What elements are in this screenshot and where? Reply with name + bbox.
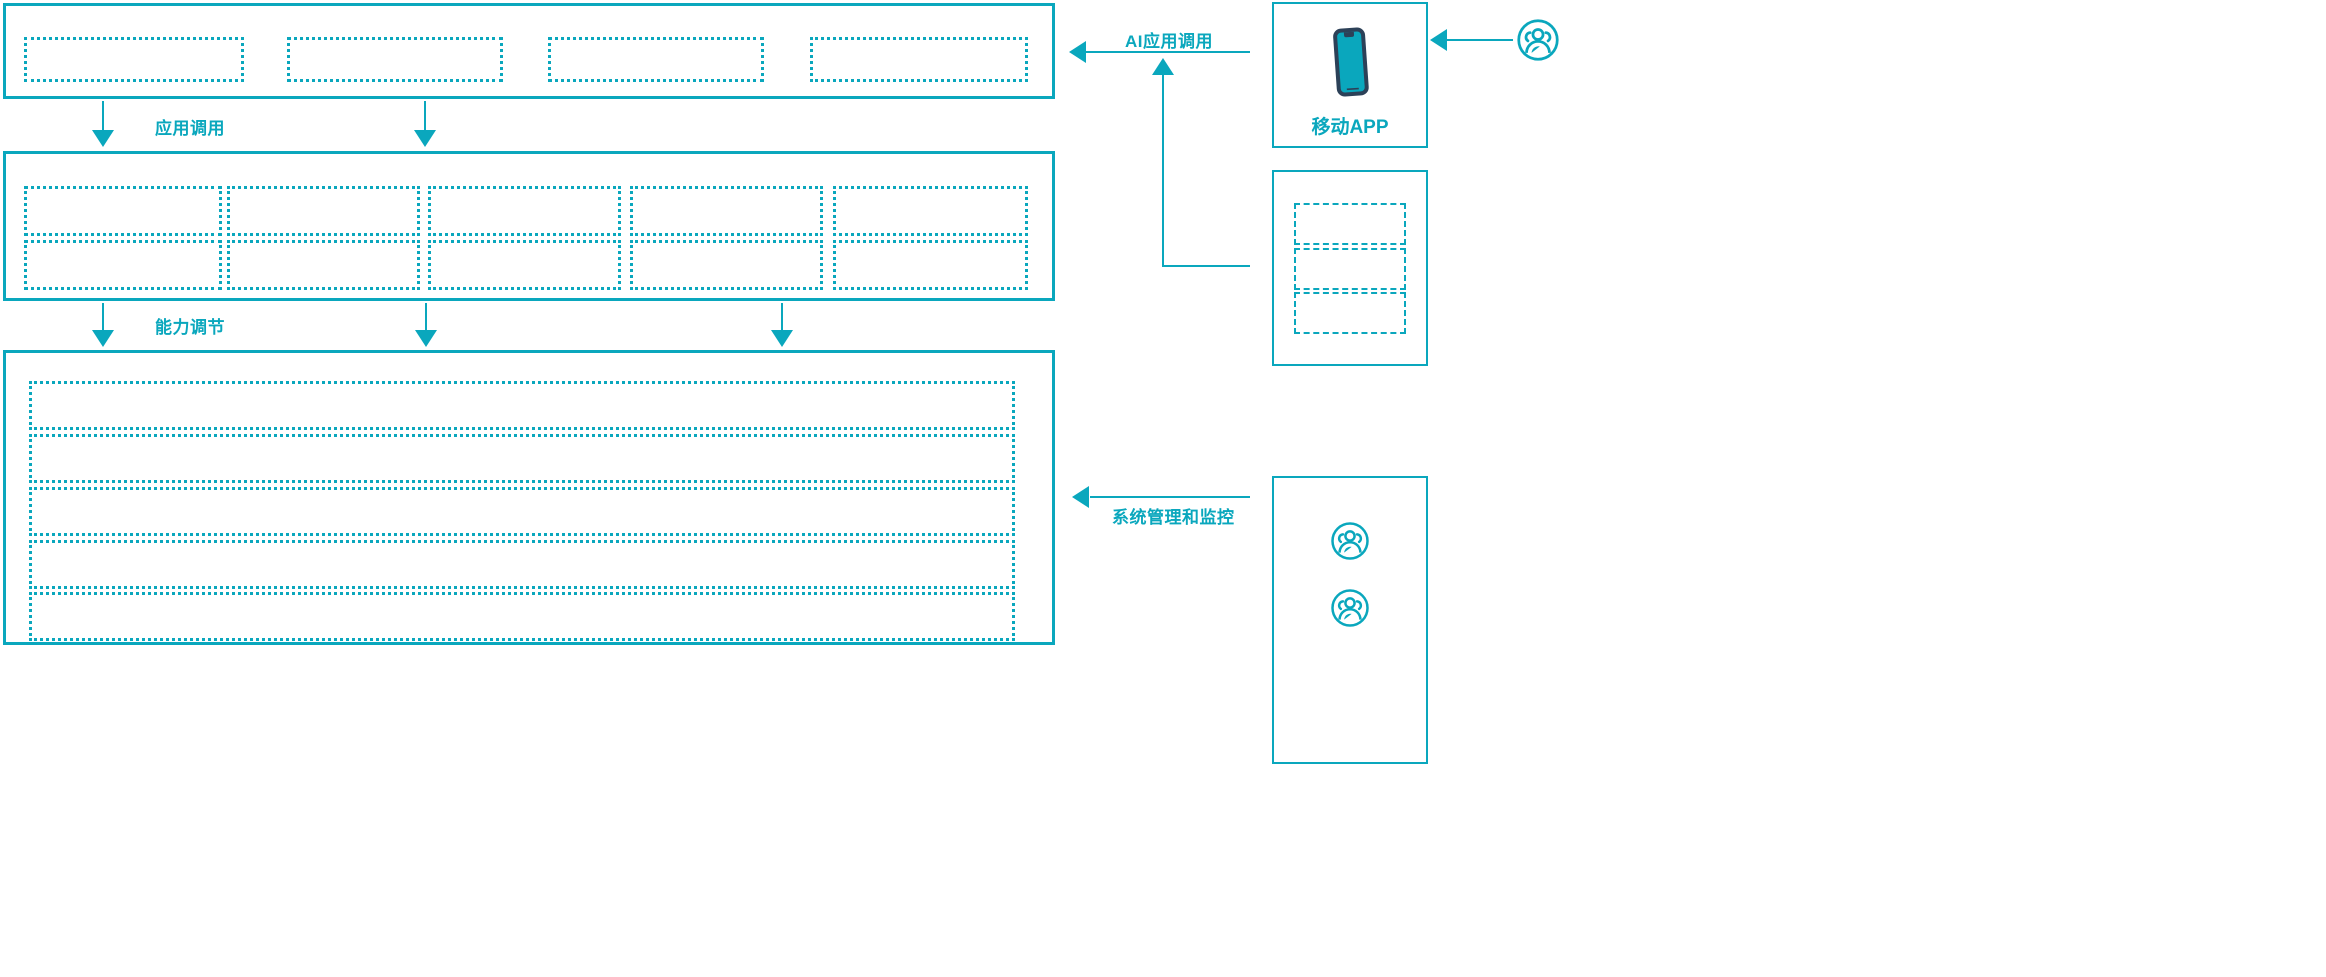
app-call-connector-line-left — [102, 101, 104, 138]
app-call-connector-line-right — [424, 101, 426, 138]
ai-app-call-horizontal-line — [1086, 51, 1250, 53]
mobile-app-caption: 移动APP — [1311, 117, 1389, 138]
cap-slot-r2c2[interactable] — [227, 240, 420, 290]
cap-slot-r2c3[interactable] — [428, 240, 621, 290]
cap-slot-r2c1[interactable] — [24, 240, 222, 290]
system-admin-monitor-arrowhead — [1072, 486, 1089, 508]
channel-slot-3[interactable] — [1294, 292, 1406, 334]
cap-slot-r1c3[interactable] — [428, 186, 621, 236]
app-slot-2[interactable] — [287, 37, 503, 82]
system-admin-monitor-line — [1090, 496, 1250, 498]
plat-slot-5[interactable] — [29, 592, 1015, 641]
app-slot-3[interactable] — [548, 37, 764, 82]
app-call-label: 应用调用 — [155, 119, 225, 138]
app-call-arrowhead-left — [92, 130, 114, 147]
capability-adjust-line-1 — [102, 303, 104, 339]
ai-app-call-arrowhead-left — [1069, 41, 1086, 63]
app-slot-1[interactable] — [24, 37, 244, 82]
cap-slot-r2c5[interactable] — [833, 240, 1028, 290]
end-user-to-mobile-arrowhead — [1430, 29, 1447, 51]
cap-slot-r1c5[interactable] — [833, 186, 1028, 236]
users-group-icon-end-user — [1516, 18, 1560, 62]
plat-slot-4[interactable] — [29, 540, 1015, 589]
plat-slot-1[interactable] — [29, 381, 1015, 430]
cap-slot-r2c4[interactable] — [630, 240, 823, 290]
capability-adjust-arrowhead-3 — [771, 330, 793, 347]
plat-slot-3[interactable] — [29, 487, 1015, 536]
app-call-arrowhead-right — [414, 130, 436, 147]
capability-adjust-label: 能力调节 — [155, 318, 225, 337]
ai-app-call-elbow-bottom — [1162, 265, 1250, 267]
cap-slot-r1c4[interactable] — [630, 186, 823, 236]
application-layer-panel[interactable] — [3, 3, 1055, 99]
ai-app-call-arrowhead-up — [1152, 58, 1174, 75]
users-group-icon-ops-2 — [1330, 588, 1370, 628]
users-group-icon-ops-1 — [1330, 521, 1370, 561]
channel-slot-1[interactable] — [1294, 203, 1406, 245]
cap-slot-r1c1[interactable] — [24, 186, 222, 236]
end-user-to-mobile-line — [1447, 39, 1513, 41]
app-slot-4[interactable] — [810, 37, 1028, 82]
capability-layer-panel[interactable] — [3, 151, 1055, 301]
ai-app-call-label: AI应用调用 — [1125, 32, 1213, 51]
cap-slot-r1c2[interactable] — [227, 186, 420, 236]
ai-app-call-vertical-line — [1162, 75, 1164, 267]
capability-adjust-line-3 — [781, 303, 783, 339]
capability-adjust-arrowhead-2 — [415, 330, 437, 347]
platform-layer-panel[interactable] — [3, 350, 1055, 645]
channel-slot-2[interactable] — [1294, 248, 1406, 290]
capability-adjust-arrowhead-1 — [92, 330, 114, 347]
system-admin-monitor-label: 系统管理和监控 — [1112, 508, 1235, 527]
plat-slot-2[interactable] — [29, 434, 1015, 483]
capability-adjust-line-2 — [425, 303, 427, 339]
smartphone-icon — [1330, 26, 1372, 100]
